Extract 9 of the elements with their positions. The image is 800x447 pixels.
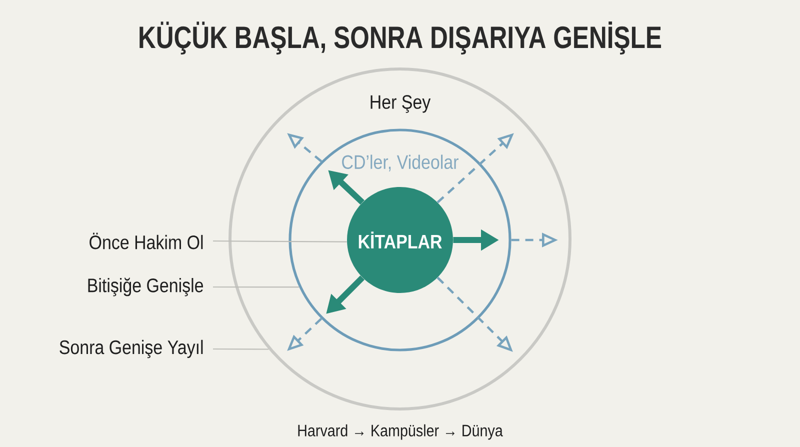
caption: Harvard → Kampüsler → Dünya [298,424,503,440]
leader-line [213,240,347,242]
leader-line [213,286,300,288]
leader-label: Sonra Genişe Yayıl [60,340,203,358]
title: KÜÇÜK BAŞLA, SONRA DIŞARIYA GENİŞLE [140,22,662,54]
leader-line [213,348,269,350]
center-disc: KİTAPLAR [347,187,453,293]
leader-label: Önce Hakim Ol [90,232,203,250]
leader-label: Bitişiğe Genişle [88,278,204,296]
